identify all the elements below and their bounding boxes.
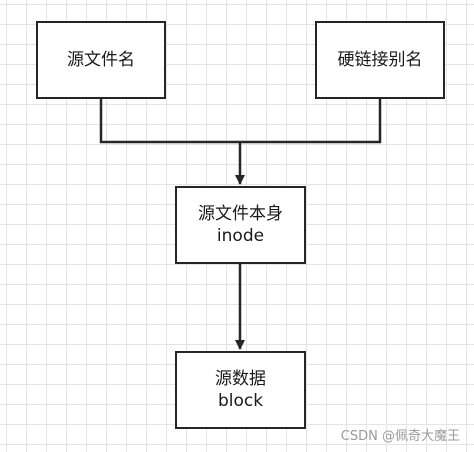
watermark-text: CSDN @佩奇大魔王 [340, 429, 460, 444]
node-inode-subtitle: inode [216, 226, 265, 246]
node-source-filename[interactable]: 源文件名 [36, 21, 166, 99]
node-data-block-title: 源数据 [215, 369, 266, 389]
node-hardlink-name-label: 硬链接别名 [337, 50, 423, 70]
connector-hardlink-to-junction [240, 99, 382, 144]
node-hardlink-name[interactable]: 硬链接别名 [315, 21, 445, 99]
node-data-block[interactable]: 源数据 block [175, 351, 306, 429]
node-data-block-subtitle: block [217, 391, 264, 411]
node-inode[interactable]: 源文件本身 inode [175, 186, 306, 264]
connector-source-to-junction [99, 99, 240, 144]
node-inode-title: 源文件本身 [198, 204, 283, 224]
node-source-filename-label: 源文件名 [67, 50, 135, 70]
